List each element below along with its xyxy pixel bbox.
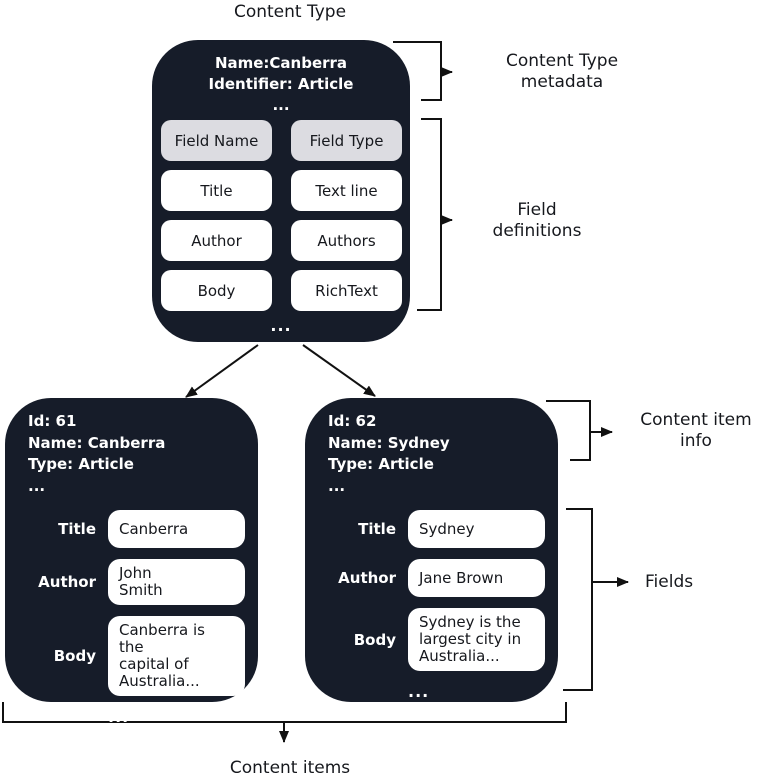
field-label: Title [358, 520, 396, 538]
meta-line-id: Id: 61 [28, 412, 77, 430]
annotation-field-definitions: Field definitions [492, 200, 582, 241]
content-type-box: Name:Canberra Identifier: Article ... Fi… [152, 40, 410, 342]
page-title: Content Type [233, 2, 347, 22]
annotation-content-items: Content items [229, 758, 351, 778]
arrow-to-right-item [302, 344, 376, 397]
meta-line-id: Id: 62 [328, 412, 377, 430]
field-label: Author [38, 573, 96, 591]
field-value-box: John Smith [108, 559, 245, 605]
field-row-title: Title Canberra [28, 510, 245, 548]
meta-line-type: Type: Article [328, 455, 434, 473]
meta-line-name: Name:Canberra [214, 54, 348, 72]
meta-line-ellipsis: ... [28, 476, 46, 495]
meta-line-type: Type: Article [28, 455, 134, 473]
field-name-header-cell: Field Name [161, 120, 272, 161]
field-type-header-cell: Field Type [291, 120, 402, 161]
field-value-box: Sydney is the largest city in Australia.… [408, 608, 545, 671]
field-type-richtext-cell: RichText [291, 270, 402, 311]
content-item-box-canberra: Id: 61 Name: Canberra Type: Article ... … [5, 398, 258, 726]
content-item-ellipsis: ... [108, 707, 130, 726]
meta-line-identifier: Identifier: Article [208, 75, 354, 93]
field-row-body: Body Sydney is the largest city in Austr… [328, 608, 545, 671]
field-name-title-cell: Title [161, 170, 272, 211]
field-type-authors-cell: Authors [291, 220, 402, 261]
field-name-body-cell: Body [161, 270, 272, 311]
content-item-fields: Title Sydney Author Jane Brown Body Sydn… [328, 510, 545, 701]
arrow-to-left-item [185, 344, 259, 398]
field-label: Author [338, 569, 396, 587]
field-definitions-grid: Field Name Field Type Title Text line Au… [161, 120, 402, 311]
meta-line-name: Name: Sydney [328, 433, 450, 452]
annotation-fields: Fields [645, 572, 694, 592]
meta-line-name: Name: Canberra [28, 433, 166, 452]
content-item-meta: Id: 62 Name: Sydney Type: Article ... [305, 398, 558, 497]
annotation-content-type-metadata: Content Type metadata [505, 51, 619, 92]
field-value-box: Canberra is the capital of Australia... [108, 616, 245, 696]
field-value-box: Sydney [408, 510, 545, 548]
meta-line-ellipsis: ... [328, 476, 346, 495]
field-label: Body [353, 630, 396, 649]
content-item-fields: Title Canberra Author John Smith Body Ca… [28, 510, 245, 726]
field-label: Title [58, 520, 96, 538]
meta-line-ellipsis: ... [272, 96, 290, 114]
content-item-ellipsis: ... [408, 682, 430, 701]
field-row-author: Author Jane Brown [328, 559, 545, 597]
fields-bracket [563, 508, 593, 691]
field-value-box: Jane Brown [408, 559, 545, 597]
field-name-author-cell: Author [161, 220, 272, 261]
field-type-textline-cell: Text line [291, 170, 402, 211]
field-value-box: Canberra [108, 510, 245, 548]
field-row-title: Title Sydney [328, 510, 545, 548]
annotation-content-item-info: Content item info [640, 410, 752, 451]
content-item-box-sydney: Id: 62 Name: Sydney Type: Article ... Ti… [305, 398, 558, 702]
field-row-author: Author John Smith [28, 559, 245, 605]
content-type-meta: Name:Canberra Identifier: Article ... [152, 40, 410, 116]
content-item-meta: Id: 61 Name: Canberra Type: Article ... [5, 398, 258, 497]
field-label: Body [53, 647, 96, 665]
field-row-body: Body Canberra is the capital of Australi… [28, 616, 245, 696]
content-type-ellipsis: ... [270, 316, 292, 335]
